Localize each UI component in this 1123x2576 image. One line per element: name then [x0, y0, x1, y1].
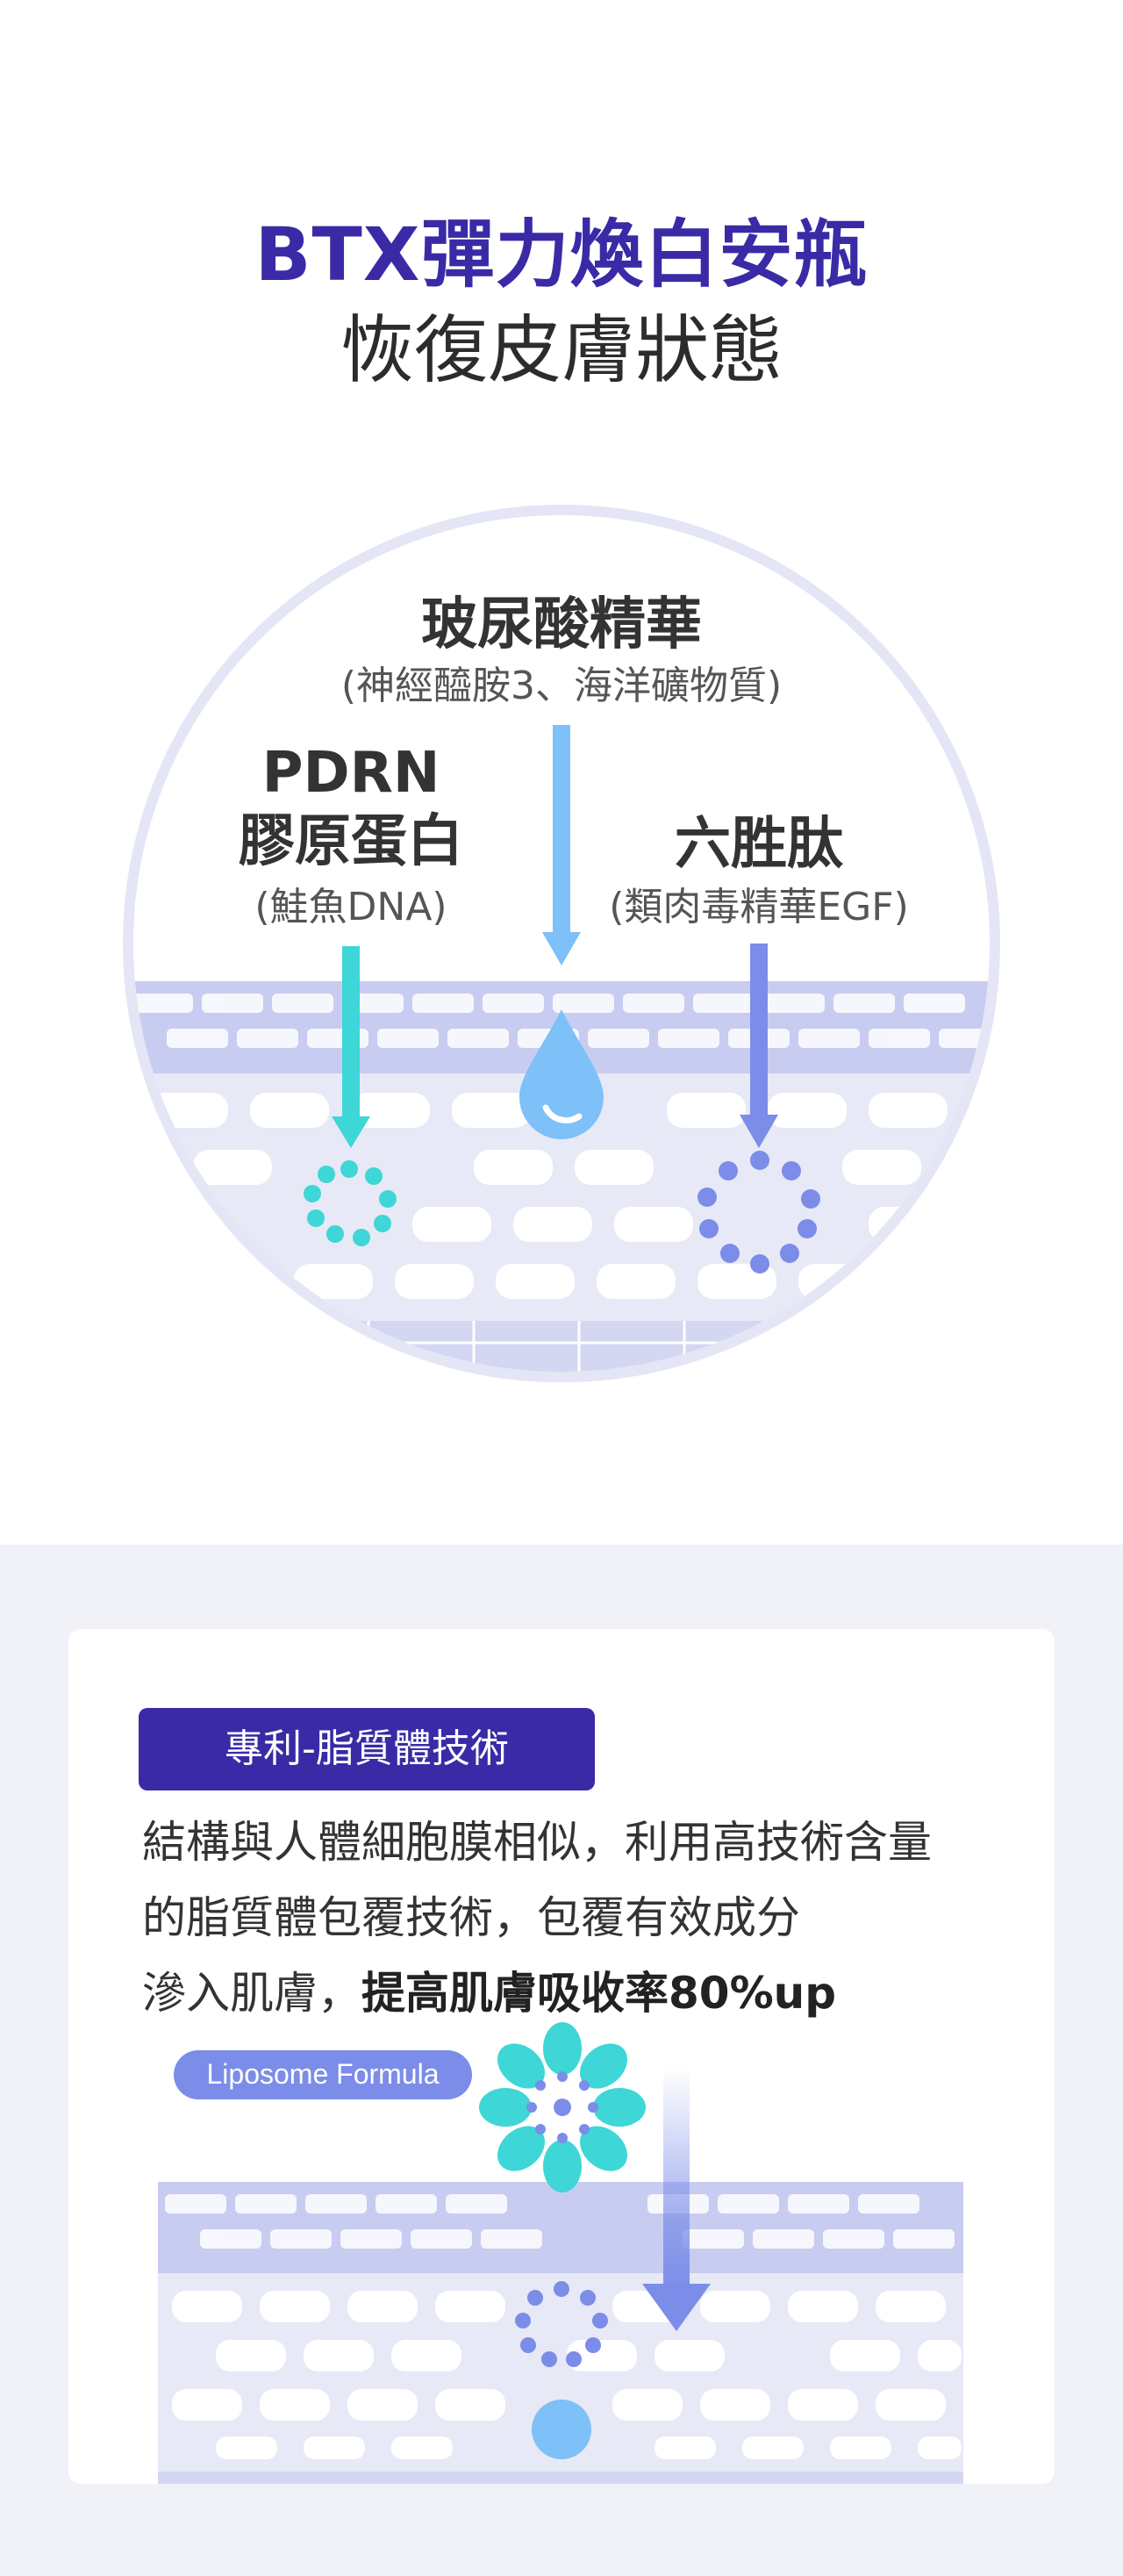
ingredient-title-pdrn-line1: PDRN	[261, 741, 440, 806]
description-line-1: 結構與人體細胞膜相似，利用高技術含量	[142, 1817, 932, 1868]
liposome-tag-label: Liposome Formula	[207, 2058, 440, 2090]
liposome-description: 結構與人體細胞膜相似，利用高技術含量 的脂質體包覆技術，包覆有效成分 滲入肌膚，…	[142, 1805, 1019, 2031]
liposome-tag	[174, 2050, 472, 2099]
heading-subtitle: 恢復皮膚狀態	[340, 307, 783, 393]
right-arrow	[750, 944, 768, 1119]
heading-block: BTX彈力煥白安瓶 恢復皮膚狀態	[0, 211, 1123, 398]
left-arrow	[342, 946, 360, 1122]
description-line-3-bold: 提高肌膚吸收率80%up	[361, 1968, 837, 2019]
skin-diagram	[123, 505, 1000, 1382]
liposome-diagram: Liposome Formula	[158, 2022, 963, 2484]
ingredient-title-pdrn-line2: 膠原蛋白	[239, 809, 463, 874]
blue-dot-ring-icon	[697, 1151, 820, 1274]
patent-badge: 專利-脂質體技術	[139, 1708, 595, 1790]
ingredient-title-peptide: 六胜肽	[675, 812, 843, 877]
description-line-3-plain: 滲入肌膚，	[142, 1968, 361, 2019]
description-line-2: 的脂質體包覆技術，包覆有效成分	[142, 1892, 800, 1943]
absorbed-dot-icon	[532, 2400, 591, 2459]
liposome-section: 專利-脂質體技術 結構與人體細胞膜相似，利用高技術含量 的脂質體包覆技術，包覆有…	[0, 1545, 1123, 2576]
description-line-3: 滲入肌膚，提高肌膚吸收率80%up	[142, 1955, 1019, 2031]
absorption-arrow	[663, 2068, 690, 2287]
heading-title: BTX彈力煥白安瓶	[254, 212, 869, 298]
center-arrow	[553, 725, 570, 936]
ingredient-subtitle-pdrn: (鮭魚DNA)	[254, 885, 447, 929]
liposome-dot-ring-icon	[515, 2281, 608, 2367]
ingredient-title-hyaluronic: 玻尿酸精華	[421, 592, 702, 657]
ingredient-subtitle-hyaluronic: (神經醯胺3、海洋礦物質)	[340, 664, 783, 708]
liposome-card: 專利-脂質體技術 結構與人體細胞膜相似，利用高技術含量 的脂質體包覆技術，包覆有…	[68, 1629, 1055, 2484]
cyan-particle-icon	[304, 1160, 397, 1246]
liposome-flower-icon	[479, 2022, 646, 2192]
droplet-icon	[519, 1009, 604, 1139]
ingredient-title-pdrn: PDRN 膠原蛋白	[175, 739, 526, 876]
ingredient-subtitle-peptide: (類肉毒精華EGF)	[609, 885, 909, 929]
